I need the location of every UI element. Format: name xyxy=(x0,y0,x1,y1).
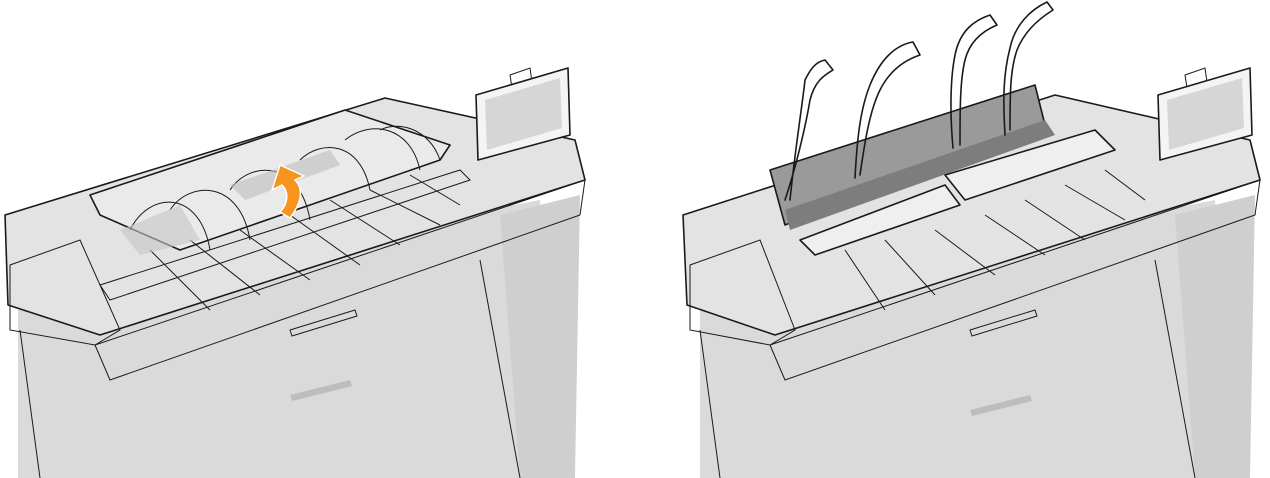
printer-body xyxy=(682,94,1261,478)
printer-open-illustration xyxy=(682,1,1261,478)
printer-closed-illustration xyxy=(4,67,586,478)
control-panel-screen xyxy=(1157,67,1253,161)
curved-up-arrow-icon xyxy=(270,163,306,219)
control-panel-screen xyxy=(475,67,571,161)
raised-paper-guides xyxy=(784,1,1054,201)
open-paper-path xyxy=(769,84,1146,311)
